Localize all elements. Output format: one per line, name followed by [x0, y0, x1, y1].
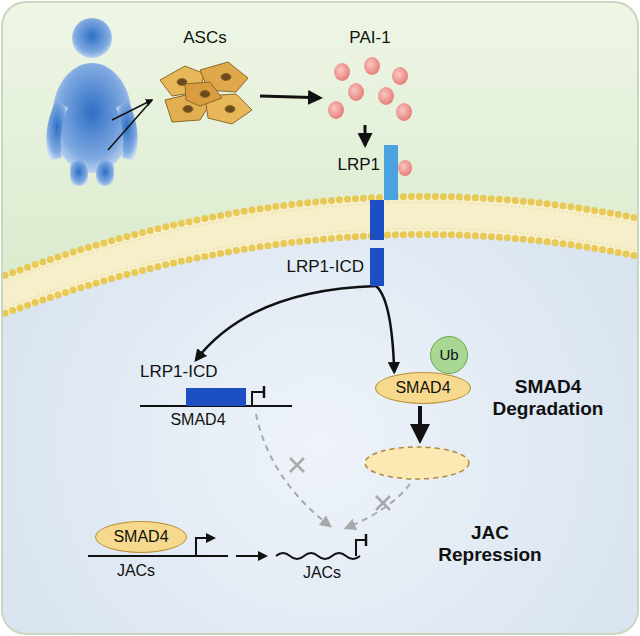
person-figure [46, 18, 138, 186]
lrp1-extracellular [384, 145, 398, 200]
node-text: LRP1-ICD [272, 257, 364, 277]
pai1-molecules [328, 57, 412, 121]
stem-cells [160, 62, 252, 124]
receptor: LRP1 [320, 145, 402, 200]
molecule-group: PAI-1 [320, 28, 420, 125]
process-label: SMAD4 Degradation [478, 376, 618, 420]
node-text: PAI-1 [320, 28, 420, 48]
node-text: ASCs [150, 28, 260, 48]
arrow-connector [196, 286, 376, 360]
ubiquitin: Ub [430, 336, 468, 374]
receptor-domain: LRP1-ICD [272, 248, 384, 286]
process-label: JAC Repression [420, 522, 560, 566]
node-text: Ub [439, 346, 458, 363]
protein-bar [186, 388, 246, 406]
lrp1-transmembrane [370, 200, 384, 240]
node-text: SMAD4 [395, 379, 450, 397]
gene-label: SMAD4 [158, 411, 238, 429]
protein-oval: SMAD4 [375, 372, 471, 404]
gene-label: JACs [106, 562, 166, 580]
cell-group: ASCs [150, 28, 260, 125]
gene-label: JACs [292, 564, 352, 582]
arrow-connector [364, 125, 367, 145]
node-text: LRP1 [320, 155, 380, 175]
protein-bar [370, 248, 384, 286]
arrow-connector [260, 96, 320, 98]
protein-oval: SMAD4 [95, 521, 187, 553]
node-text: LRP1-ICD [140, 362, 252, 382]
bound-domain: LRP1-ICD [140, 360, 252, 406]
arrow-connector [376, 286, 394, 372]
node-text: SMAD4 [113, 528, 168, 546]
